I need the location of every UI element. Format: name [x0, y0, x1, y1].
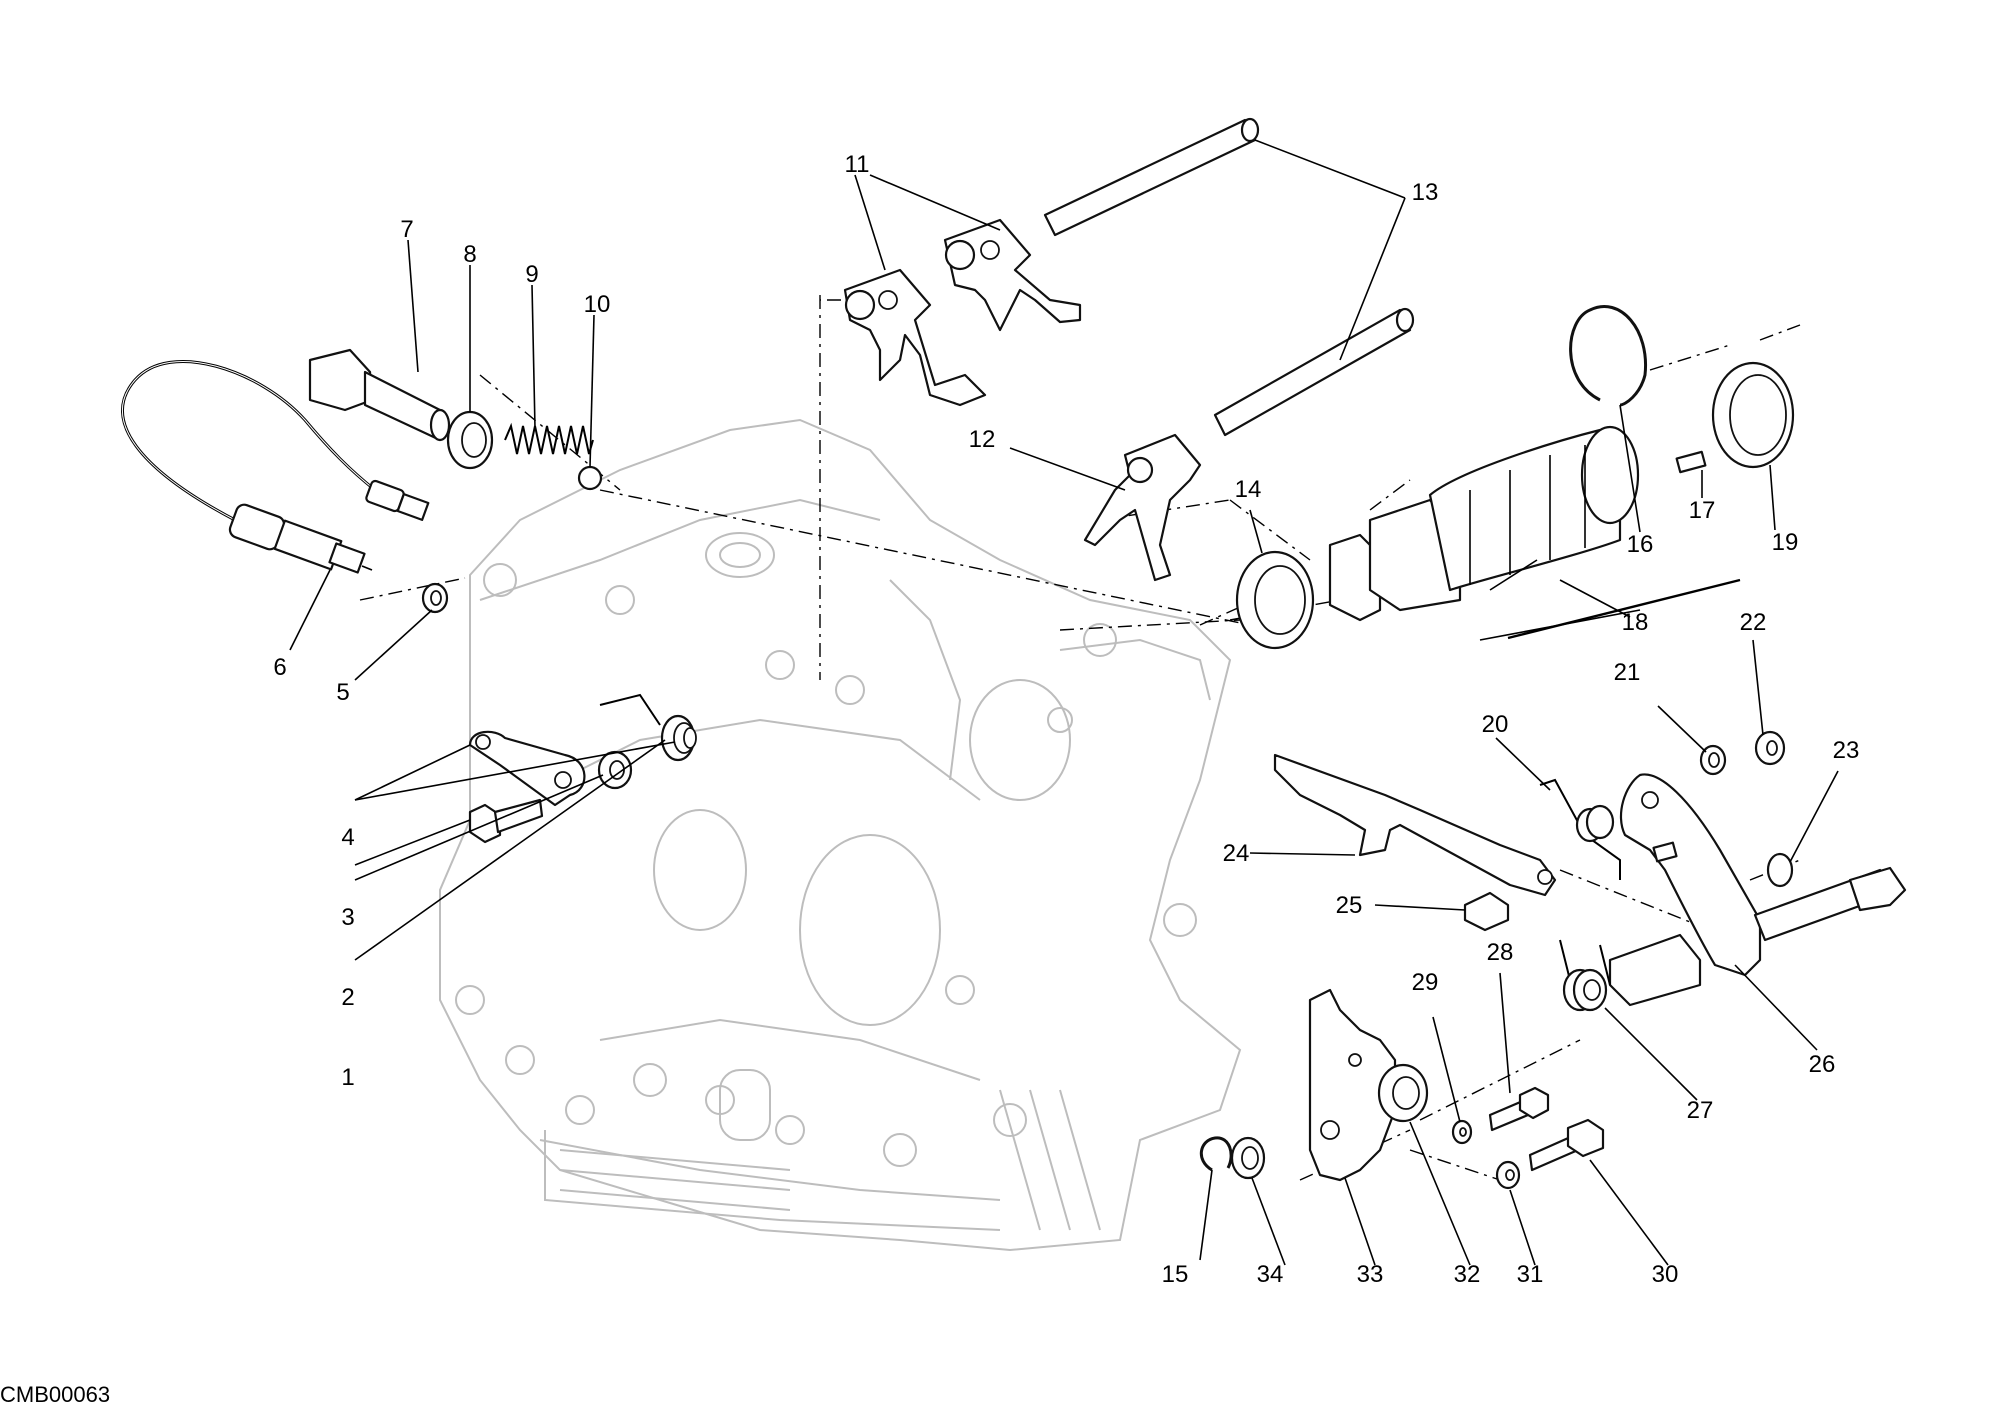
- label-20: 20: [1482, 711, 1509, 738]
- label-33: 33: [1357, 1261, 1384, 1288]
- label-10: 10: [584, 291, 611, 318]
- label-28: 28: [1487, 939, 1514, 966]
- part-8-seal-ring: [446, 410, 494, 470]
- label-22: 22: [1740, 609, 1767, 636]
- part-28-bolt: [1488, 1086, 1550, 1132]
- label-18: 18: [1622, 609, 1649, 636]
- part-25-screw: [1463, 891, 1510, 932]
- crankcase-outline: [439, 418, 1242, 1252]
- label-8: 8: [463, 241, 476, 268]
- label-24: 24: [1223, 840, 1250, 867]
- label-3: 3: [341, 904, 354, 931]
- label-31: 31: [1517, 1261, 1544, 1288]
- label-11: 11: [845, 151, 870, 178]
- label-34: 34: [1257, 1261, 1284, 1288]
- part-21-washer: [1699, 744, 1727, 776]
- part-12-shift-fork: [1083, 433, 1202, 582]
- part-18-selector-drum: [1328, 425, 1640, 622]
- label-23: 23: [1833, 737, 1860, 764]
- drawing-code: CMB00063: [0, 1382, 110, 1407]
- alignment-lines: [359, 295, 1801, 1181]
- label-13: 13: [1412, 179, 1439, 206]
- label-29: 29: [1412, 969, 1439, 996]
- part-24-ratchet-plate: [1273, 753, 1557, 897]
- leader-lines: [289, 139, 1839, 1266]
- part-17-pin: [1675, 450, 1707, 474]
- part-2-washer: [597, 750, 633, 790]
- label-6: 6: [273, 654, 286, 681]
- label-16: 16: [1627, 531, 1654, 558]
- part-22-clip: [1754, 730, 1786, 766]
- label-30: 30: [1652, 1261, 1679, 1288]
- label-5: 5: [336, 679, 349, 706]
- label-17: 17: [1689, 497, 1716, 524]
- part-34-washer: [1230, 1136, 1266, 1180]
- part-13-fork-shafts: [1043, 117, 1415, 437]
- part-26-shift-shaft: [1608, 773, 1907, 1007]
- part-23-bushing: [1766, 852, 1794, 888]
- part-16-circlip: [1569, 304, 1648, 407]
- label-4: 4: [341, 824, 354, 851]
- label-14: 14: [1235, 476, 1262, 503]
- label-19: 19: [1772, 529, 1799, 556]
- part-19-ring: [1711, 361, 1795, 469]
- part-11-shift-forks: [843, 218, 1082, 407]
- part-20-return-spring: [1539, 778, 1621, 880]
- label-12: 12: [969, 426, 996, 453]
- part-6-neutral-sensor: [121, 359, 430, 574]
- label-15: 15: [1162, 1261, 1189, 1288]
- label-25: 25: [1336, 892, 1363, 919]
- part-14-bearing-ring: [1235, 550, 1315, 650]
- part-5-washer: [421, 582, 449, 614]
- label-1: 1: [341, 1064, 354, 1091]
- part-27-spring: [1559, 939, 1611, 1012]
- label-27: 27: [1687, 1097, 1714, 1124]
- label-26: 26: [1809, 1051, 1836, 1078]
- label-21: 21: [1614, 659, 1641, 686]
- part-9-spring: [504, 422, 594, 455]
- part-10-ball: [577, 465, 603, 491]
- part-30-bolt: [1528, 1118, 1605, 1172]
- part-31-washer: [1495, 1160, 1521, 1190]
- label-9: 9: [525, 261, 538, 288]
- part-15-circlip: [1200, 1136, 1233, 1172]
- part-1-torsion-spring: [599, 693, 697, 762]
- part-7-plug: [308, 348, 451, 442]
- label-32: 32: [1454, 1261, 1481, 1288]
- part-labels: 1 2 3 4 5 6 7 8 9 10 11 12 13 14 15 16 1…: [273, 151, 1859, 1288]
- part-29-washer: [1451, 1119, 1473, 1145]
- label-7: 7: [400, 216, 413, 243]
- part-3-bolt: [468, 798, 544, 844]
- label-2: 2: [341, 984, 354, 1011]
- part-32-washer: [1377, 1063, 1429, 1123]
